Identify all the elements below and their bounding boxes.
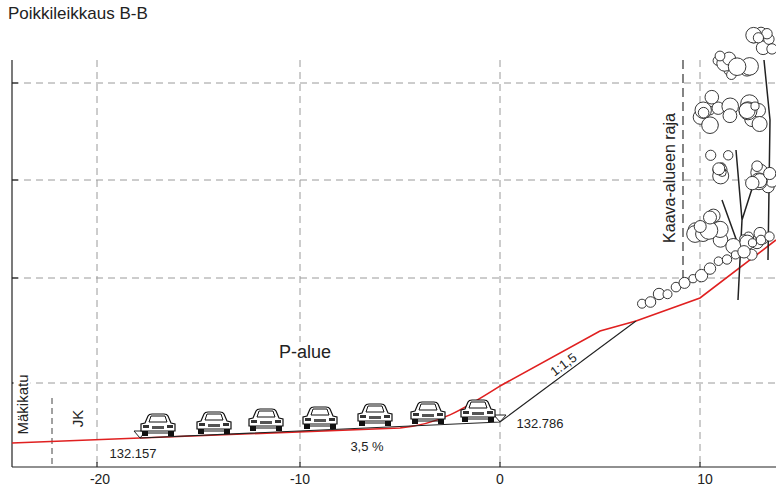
foliage (752, 161, 763, 172)
foliage (663, 290, 672, 299)
foliage (695, 102, 711, 118)
foliage (748, 239, 756, 247)
elevation-label: 132.786 (515, 416, 566, 431)
axis-tick: -10 (288, 471, 312, 487)
axis-tick: 0 (494, 471, 506, 487)
walkway-label: JK (69, 407, 86, 429)
foliage (746, 176, 759, 189)
foliage (705, 90, 719, 104)
foliage (706, 150, 716, 160)
level-mark (494, 415, 506, 422)
grid (12, 60, 776, 467)
foliage (722, 255, 731, 264)
foliage (704, 263, 715, 274)
existing-ground (12, 240, 776, 443)
foliage (723, 109, 737, 123)
boundary-label: Kaava-alueen raja (661, 111, 679, 245)
jk-boundary (52, 398, 53, 467)
foliage (713, 163, 725, 175)
design-surface (140, 321, 636, 438)
foliage (752, 117, 767, 132)
section-title: Poikkileikkaus B-B (8, 4, 148, 24)
foliage (753, 33, 763, 43)
foliage (724, 151, 733, 160)
foliage (767, 44, 776, 54)
elevation-label: 132.157 (108, 446, 159, 461)
parked-cars (141, 400, 495, 436)
foliage (679, 277, 690, 288)
axis-tick: -20 (88, 471, 112, 487)
foliage (698, 107, 709, 118)
foliage (704, 211, 717, 224)
foliage (694, 221, 706, 233)
area-label: P-alue (277, 342, 333, 362)
axes (12, 60, 776, 467)
foliage (645, 297, 656, 308)
foliage (702, 117, 719, 134)
foliage (714, 257, 723, 266)
foliage (728, 58, 746, 76)
foliage (764, 167, 776, 179)
plan-boundary (682, 60, 683, 282)
axis-tick: 10 (695, 471, 715, 487)
foliage (715, 51, 725, 61)
foliage (765, 232, 774, 241)
street-label: Mäkikatu (14, 372, 31, 436)
foliage (738, 246, 750, 258)
foliage (751, 102, 759, 110)
grade-label: 3,5 % (348, 439, 385, 454)
trees (638, 27, 776, 308)
